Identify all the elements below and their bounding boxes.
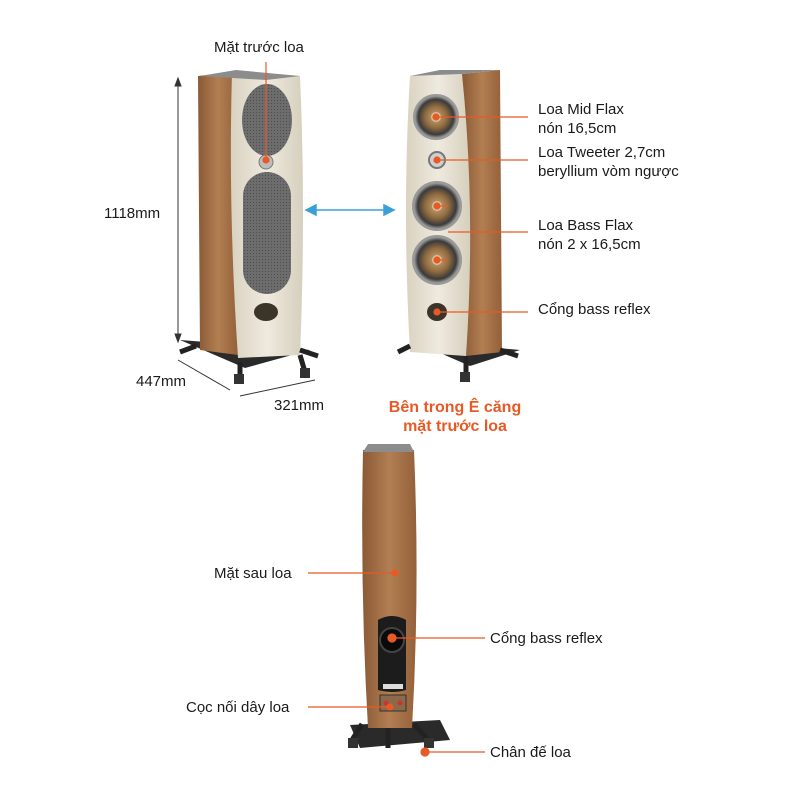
bass-driver-label-line1: Loa Bass Flax xyxy=(538,217,634,234)
front-bass-port-label: Cổng bass reflex xyxy=(538,301,651,318)
height-dimension-label: 1118mm xyxy=(104,205,161,222)
inside-grille-note-line2: mặt trước loa xyxy=(403,418,507,435)
mid-driver-label-line2: nón 16,5cm xyxy=(538,120,617,137)
front-face-label: Mặt trước loa xyxy=(214,39,304,56)
mid-driver-label: Loa Mid Flax nón 16,5cm xyxy=(538,100,624,138)
feet-label: Chân đế loa xyxy=(490,744,571,761)
depth-dimension-label: 447mm xyxy=(136,373,187,390)
rear-face-label: Mặt sau loa xyxy=(214,565,292,582)
bass-driver-label-line2: nón 2 x 16,5cm xyxy=(538,236,641,253)
double-arrow xyxy=(304,203,396,217)
dimension-lines xyxy=(174,76,316,397)
tweeter-label-line1: Loa Tweeter 2,7cm xyxy=(538,144,666,161)
inside-grille-note: Bên trong Ê căng mặt trước loa xyxy=(370,398,540,436)
rear-speaker xyxy=(348,444,450,748)
rear-bass-port-label: Cổng bass reflex xyxy=(490,630,603,647)
inside-grille-note-line1: Bên trong Ê căng xyxy=(388,399,522,416)
tweeter-label: Loa Tweeter 2,7cm beryllium vòm ngược xyxy=(538,143,679,181)
mid-driver-label-line1: Loa Mid Flax xyxy=(538,101,624,118)
front-speaker-with-grille xyxy=(179,70,319,384)
terminals-label: Cọc nối dây loa xyxy=(186,699,290,716)
callout-lines xyxy=(262,62,528,757)
bass-driver-label: Loa Bass Flax nón 2 x 16,5cm xyxy=(538,216,641,254)
tweeter-label-line2: beryllium vòm ngược xyxy=(538,163,679,180)
width-dimension-label: 321mm xyxy=(274,397,325,414)
